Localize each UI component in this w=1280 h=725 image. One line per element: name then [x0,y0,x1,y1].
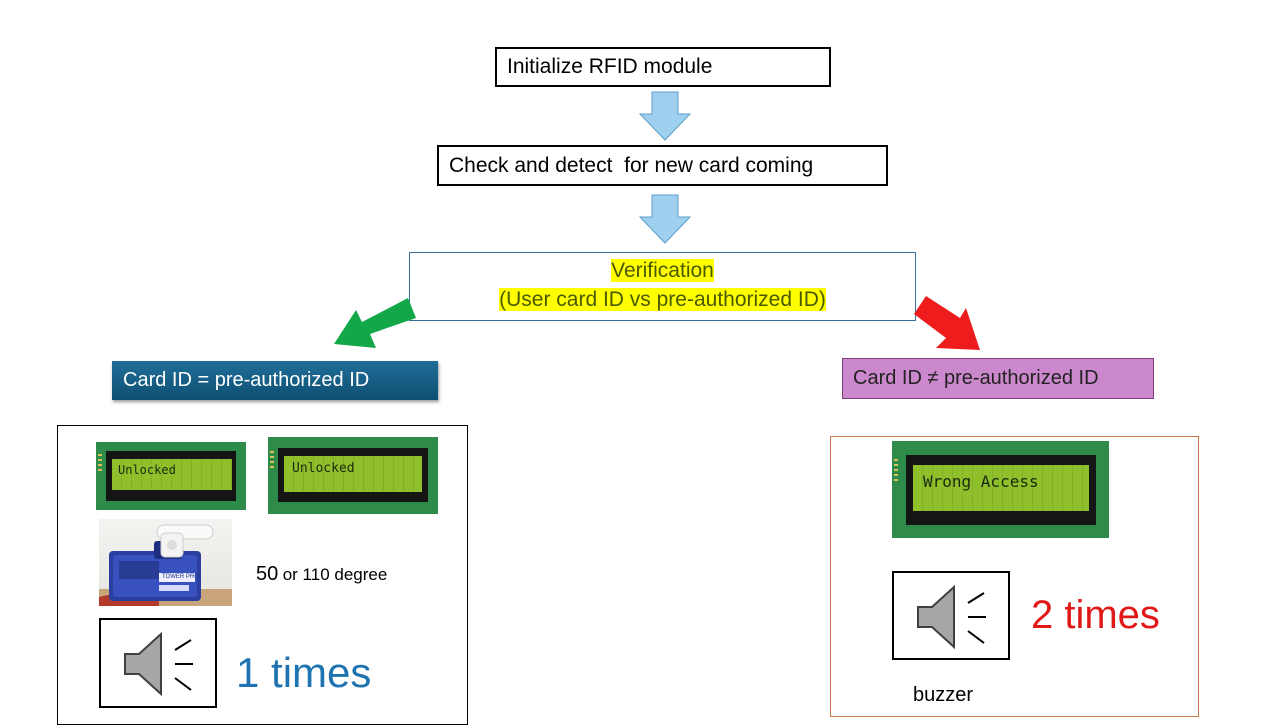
lcd-text-wrong-access: Wrong Access [923,472,1039,491]
match-branch-label: Card ID = pre-authorized ID [112,361,438,400]
down-arrow-icon [638,91,692,141]
buzzer-count-mismatch: 2 times [1031,593,1160,637]
match-branch-text: Card ID = pre-authorized ID [123,369,370,391]
servo-angle-number: 50 [256,563,279,585]
step-detect-label: Check and detect for new card coming [449,153,814,177]
step-detect-box: Check and detect for new card coming [437,145,888,186]
servo-motor-image: TOWER PRO [99,519,232,606]
buzzer-count-match: 1 times [236,649,372,696]
lcd-display-unlocked-1: Unlocked [96,442,246,510]
mismatch-branch-text: Card ID ≠ pre-authorized ID [853,367,1099,389]
speaker-icon [124,631,193,697]
verification-title: Verification [611,259,714,282]
buzzer-box-match [99,618,217,708]
lcd-display-unlocked-2: Unlocked [268,437,438,514]
red-arrow-icon [914,296,980,350]
lcd-display-wrong-access: Wrong Access [892,441,1109,538]
mismatch-branch-label: Card ID ≠ pre-authorized ID [842,358,1154,399]
speaker-icon [917,584,986,650]
lcd-text-unlocked-1: Unlocked [118,463,176,477]
step-initialize-box: Initialize RFID module [495,47,831,87]
step-initialize-label: Initialize RFID module [507,55,713,78]
buzzer-box-mismatch [892,571,1010,660]
lcd-text-unlocked-2: Unlocked [292,461,355,476]
verification-detail: (User card ID vs pre-authorized ID) [499,288,826,311]
servo-angle-text: or 110 degree [282,565,388,584]
servo-angle-label: 50 or 110 degree [256,563,387,586]
green-arrow-icon [334,298,416,348]
servo-brand-text: TOWER PRO [162,574,199,580]
verification-box: Verification (User card ID vs pre-author… [409,252,916,321]
buzzer-label: buzzer [913,684,974,706]
down-arrow-icon [638,194,692,244]
